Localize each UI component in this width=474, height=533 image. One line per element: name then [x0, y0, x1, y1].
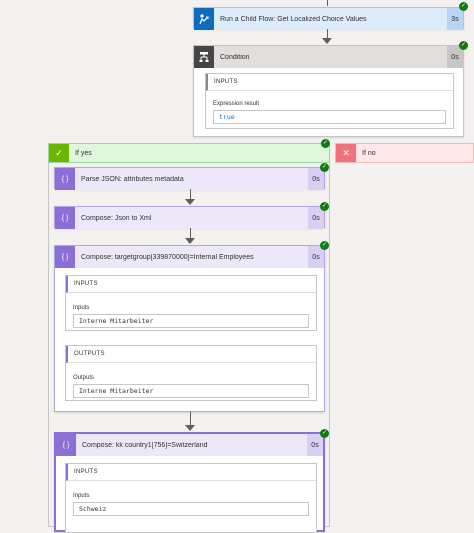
compose-json-to-xml-action[interactable]: { } Compose: Json to Xml 0s [54, 206, 325, 229]
if-yes-label: If yes [75, 149, 92, 157]
arrow-down-icon [185, 238, 195, 244]
curly-braces-icon: { } [55, 246, 75, 268]
outputs-header: OUTPUTS [66, 346, 316, 363]
checkmark-icon: ✓ [320, 163, 329, 172]
run-flow-icon [194, 8, 214, 30]
condition-inputs-header: INPUTS [206, 74, 453, 91]
checkmark-icon: ✓ [320, 429, 329, 438]
inputs-label: Inputs [73, 305, 90, 311]
compose-country-duration: 0s [307, 434, 323, 456]
curly-braces-icon: { } [55, 207, 75, 229]
compose-xml-title: Compose: Json to Xml [81, 214, 152, 222]
expression-result-value: true [213, 110, 446, 124]
checkmark-icon: ✓ [320, 241, 329, 250]
parse-json-title: Parse JSON: attributes metadata [81, 175, 184, 183]
compose-target-outputs-section: OUTPUTS Outputs Interne Mitarbeiter [65, 345, 317, 401]
checkmark-icon: ✓ [459, 41, 468, 50]
condition-icon [194, 46, 214, 68]
checkmark-icon: ✓ [49, 144, 69, 162]
child-flow-title: Run a Child Flow: Get Localized Choice V… [220, 15, 367, 23]
compose-country-title: Compose: kk country1[756]=Switzerland [82, 441, 208, 449]
parse-json-duration: 0s [308, 168, 324, 190]
checkmark-icon: ✓ [321, 139, 330, 148]
condition-inputs-section: INPUTS Expression result true [205, 73, 454, 129]
if-no-label: If no [362, 149, 376, 157]
compose-xml-duration: 0s [308, 207, 324, 229]
compose-country-action[interactable]: { } Compose: kk country1[756]=Switzerlan… [54, 432, 325, 533]
compose-targetgroup-action[interactable]: { } Compose: targetgroup[339870000]=Inte… [54, 245, 325, 412]
compose-country-inputs-section: INPUTS Inputs Schweiz [65, 463, 317, 533]
expression-result-label: Expression result [213, 101, 260, 107]
curly-braces-icon: { } [56, 434, 76, 456]
compose-target-inputs-section: INPUTS Inputs Interne Mitarbeiter [65, 275, 317, 331]
arrow-down-icon [322, 38, 332, 44]
inputs-header: INPUTS [66, 464, 316, 481]
connector-line [190, 412, 191, 426]
inputs-value: Schweiz [73, 502, 309, 516]
compose-target-duration: 0s [308, 246, 324, 268]
curly-braces-icon: { } [55, 168, 75, 190]
outputs-value: Interne Mitarbeiter [73, 384, 309, 398]
parse-json-action[interactable]: { } Parse JSON: attributes metadata 0s [54, 167, 325, 190]
checkmark-icon: ✓ [459, 2, 468, 11]
child-flow-duration: 3s [447, 8, 463, 30]
cross-icon: ✕ [336, 144, 356, 162]
inputs-value: Interne Mitarbeiter [73, 314, 309, 328]
arrow-down-icon [185, 199, 195, 205]
if-yes-header[interactable]: ✓ If yes [48, 143, 330, 163]
condition-action[interactable]: Condition 0s INPUTS Expression result tr… [193, 45, 464, 137]
inputs-label: Inputs [73, 493, 90, 499]
connector-line [190, 189, 191, 200]
connector-line [327, 0, 328, 6]
child-flow-action[interactable]: Run a Child Flow: Get Localized Choice V… [193, 7, 464, 30]
arrow-down-icon [185, 425, 195, 431]
checkmark-icon: ✓ [320, 202, 329, 211]
outputs-label: Outputs [73, 375, 95, 381]
condition-duration: 0s [447, 46, 463, 68]
connector-line [327, 29, 328, 39]
inputs-header: INPUTS [66, 276, 316, 293]
if-no-header[interactable]: ✕ If no [335, 143, 474, 163]
connector-line [190, 228, 191, 239]
compose-target-title: Compose: targetgroup[339870000]=Internal… [81, 253, 254, 261]
condition-title: Condition [220, 53, 250, 61]
